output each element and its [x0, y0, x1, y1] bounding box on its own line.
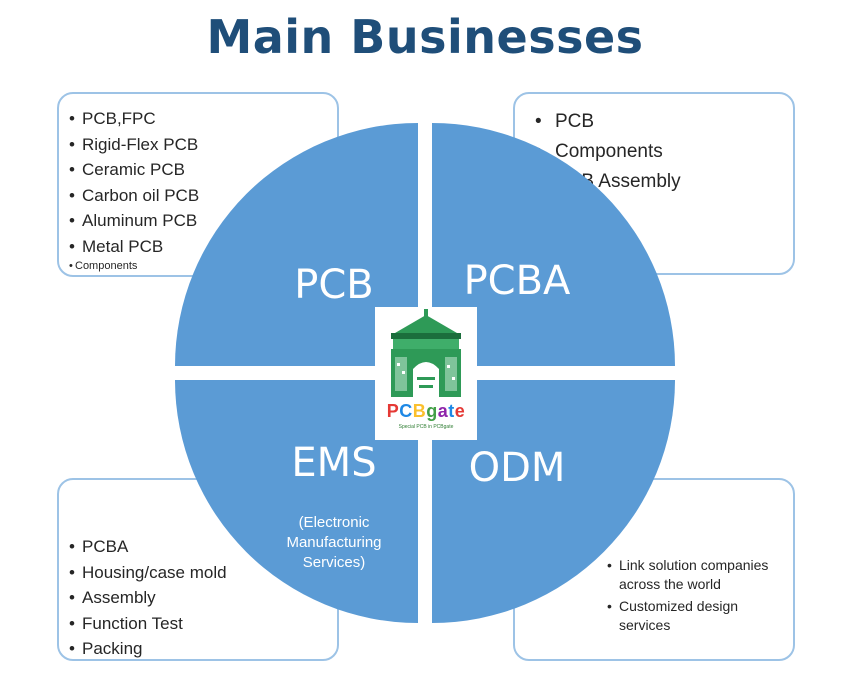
list-item: PCB: [535, 107, 681, 137]
quadrant-label-pcb: PCB: [294, 262, 374, 308]
quadrant-pcb: [175, 123, 418, 366]
logo-letter: P: [386, 401, 400, 421]
logo-letter: g: [426, 401, 438, 421]
ems-details-list: PCBA Housing/case mold Assembly Function…: [69, 534, 227, 662]
odm-details-list: Link solution companies across the world…: [607, 556, 787, 638]
list-item: Metal PCB: [69, 234, 199, 260]
gate-building-icon: [391, 309, 461, 397]
list-item: Housing/case mold: [69, 560, 227, 586]
logo-letter: t: [448, 401, 455, 421]
quadrant-pcba: [432, 123, 675, 366]
list-item: PCBA: [69, 534, 227, 560]
pcb-details-list: PCB,FPC Rigid-Flex PCB Ceramic PCB Carbo…: [69, 106, 199, 273]
logo-wordmark: PCBgate: [375, 401, 477, 422]
quadrant-label-odm: ODM: [468, 445, 566, 491]
logo-letter: a: [437, 401, 449, 421]
list-item: Packing: [69, 636, 227, 662]
list-item: Carbon oil PCB: [69, 183, 199, 209]
ems-details-box: PCBA Housing/case mold Assembly Function…: [57, 478, 339, 661]
list-item: Rigid-Flex PCB: [69, 132, 199, 158]
page-title: Main Businesses: [206, 10, 644, 64]
list-item: Assembly: [69, 585, 227, 611]
list-item: Function Test: [69, 611, 227, 637]
list-item: PCB,FPC: [69, 106, 199, 132]
logo-letter: e: [454, 401, 466, 421]
quadrant-ems: [175, 380, 418, 623]
ems-subtitle: (Electronic Manufacturing Services): [286, 514, 382, 571]
logo-tagline: Special PCB in PCBgate: [398, 424, 454, 430]
quadrant-label-pcba: PCBA: [463, 258, 571, 304]
logo-letter: C: [399, 401, 413, 421]
list-item: Link solution companies across the world: [607, 556, 787, 594]
list-item: Aluminum PCB: [69, 208, 199, 234]
quadrant-label-ems: EMS: [291, 440, 377, 486]
pcbgate-logo: PCBgate Special PCB in PCBgate: [375, 307, 477, 440]
list-item: Ceramic PCB: [69, 157, 199, 183]
list-item: Components: [69, 259, 199, 273]
logo-letter: B: [412, 401, 427, 421]
quadrant-odm: [432, 380, 675, 623]
list-item: Customized design services: [607, 597, 787, 635]
